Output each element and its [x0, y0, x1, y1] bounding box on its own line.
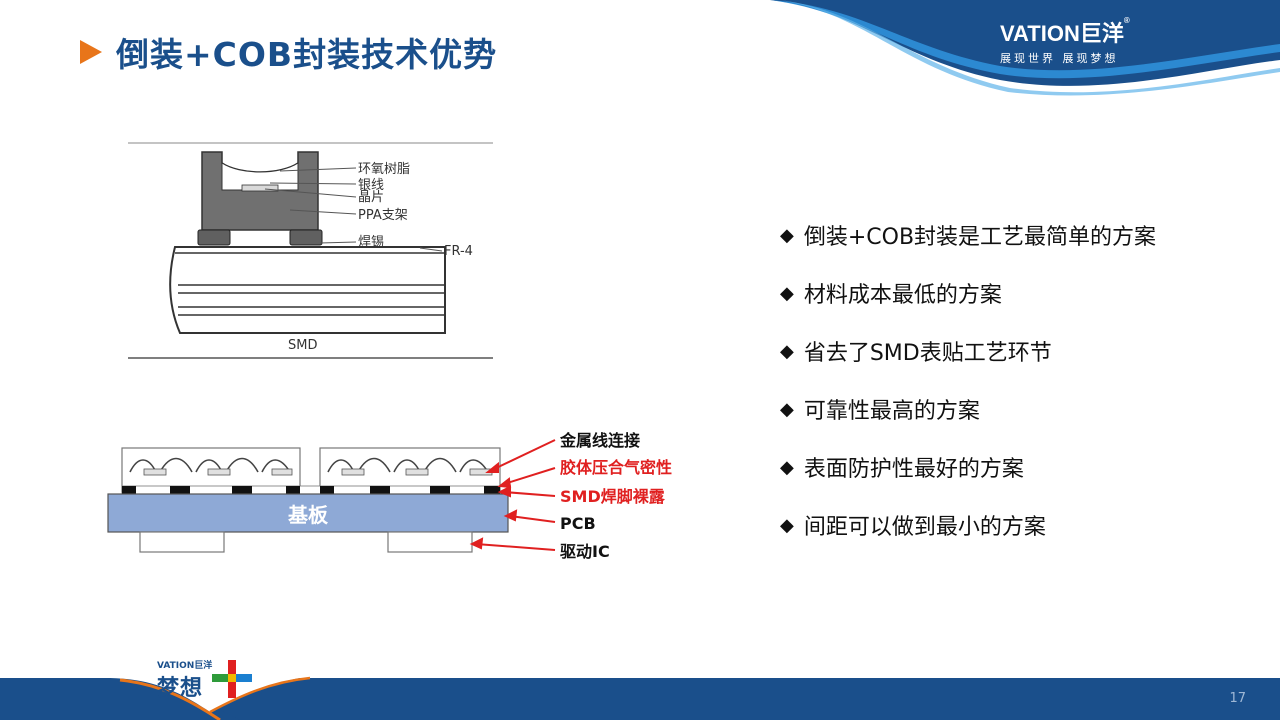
smd-label-wire: 银线	[358, 178, 384, 193]
footer-logo: VATION巨洋 梦想	[157, 658, 212, 702]
smd-label-ppa: PPA支架	[358, 208, 408, 223]
cob-label-sealing: 胶体压合气密性	[560, 458, 672, 477]
page-number: 17	[1229, 691, 1246, 706]
cob-diagram: 基板 金属线连接 胶体压合气密性 SMD焊脚裸露 PCB 驱动IC	[107, 431, 672, 561]
list-item: ◆ 省去了SMD表贴工艺环节	[780, 322, 1156, 380]
list-item-text: 表面防护性最好的方案	[803, 457, 1024, 482]
advantages-list: ◆ 倒装+COB封装是工艺最简单的方案 ◆ 材料成本最低的方案 ◆ 省去了SMD表贴工…	[780, 206, 1156, 554]
list-item-text: 省去了SMD表贴工艺环节	[803, 341, 1052, 366]
smd-label-fr4: FR-4	[444, 244, 473, 259]
cob-label-pcb: PCB	[560, 514, 596, 533]
smd-diagram: 环氧树脂 银线 晶片 PPA支架 焊锡 FR-4 SMD	[128, 142, 493, 359]
title-arrow-icon	[80, 40, 102, 64]
list-item: ◆ 倒装+COB封装是工艺最简单的方案	[780, 206, 1156, 264]
smd-label-chip: 晶片	[358, 190, 384, 205]
list-item: ◆ 材料成本最低的方案	[780, 264, 1156, 322]
list-item: ◆ 可靠性最高的方案	[780, 380, 1156, 438]
plus-logo-icon	[212, 660, 252, 698]
title-bar: 倒装+COB封装技术优势	[80, 30, 497, 74]
diamond-bullet-icon: ◆	[780, 282, 794, 304]
list-item-text: 可靠性最高的方案	[803, 399, 980, 424]
brand-name: VATION巨洋	[1000, 21, 1124, 46]
diamond-bullet-icon: ◆	[780, 224, 794, 246]
smd-label-epoxy: 环氧树脂	[358, 162, 410, 177]
cob-label-exposed: SMD焊脚裸露	[560, 487, 666, 506]
footer-band	[0, 676, 1280, 720]
footer-logo-dream: 梦想	[157, 676, 204, 701]
list-item: ◆ 表面防护性最好的方案	[780, 438, 1156, 496]
cob-label-wire: 金属线连接	[559, 431, 640, 450]
diamond-bullet-icon: ◆	[780, 340, 794, 362]
diamond-bullet-icon: ◆	[780, 514, 794, 536]
footer-logo-name: VATION巨洋	[157, 661, 213, 671]
smd-label-solder: 焊锡	[358, 234, 384, 250]
page-title: 倒装+COB封装技术优势	[116, 35, 498, 74]
list-item: ◆ 间距可以做到最小的方案	[780, 496, 1156, 554]
list-item-text: 倒装+COB封装是工艺最简单的方案	[803, 225, 1157, 250]
header-swoosh	[770, 0, 1280, 96]
cob-label-driver-ic: 驱动IC	[560, 542, 610, 561]
brand-logo: VATION巨洋® 展现世界 展现梦想	[1000, 16, 1130, 66]
brand-reg: ®	[1123, 16, 1130, 25]
list-item-text: 材料成本最低的方案	[803, 283, 1002, 308]
smd-caption: SMD	[288, 338, 317, 353]
diamond-bullet-icon: ◆	[780, 456, 794, 478]
brand-slogan: 展现世界 展现梦想	[1000, 52, 1119, 65]
substrate-label: 基板	[288, 503, 329, 527]
list-item-text: 间距可以做到最小的方案	[803, 515, 1046, 540]
diamond-bullet-icon: ◆	[780, 398, 794, 420]
